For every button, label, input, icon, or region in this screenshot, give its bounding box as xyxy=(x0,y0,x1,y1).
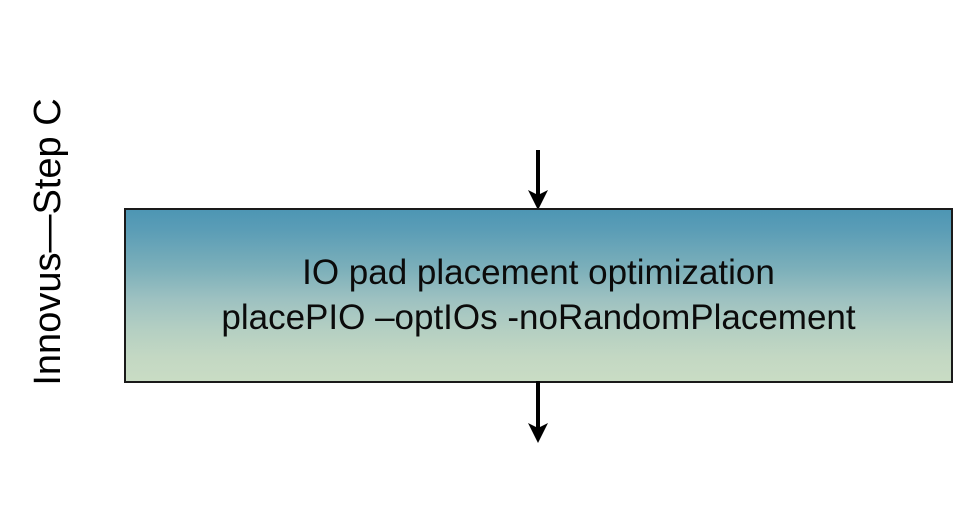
outgoing-arrow xyxy=(518,381,558,443)
process-box[interactable]: IO pad placement optimization placePIO –… xyxy=(124,208,953,383)
process-box-command: placePIO –optIOs -noRandomPlacement xyxy=(221,297,856,337)
arrow-down-icon xyxy=(528,381,548,443)
arrow-down-icon xyxy=(528,150,548,210)
process-box-title: IO pad placement optimization xyxy=(302,252,775,292)
incoming-arrow xyxy=(518,150,558,210)
stage-label: Innovus—Step C xyxy=(27,98,69,386)
